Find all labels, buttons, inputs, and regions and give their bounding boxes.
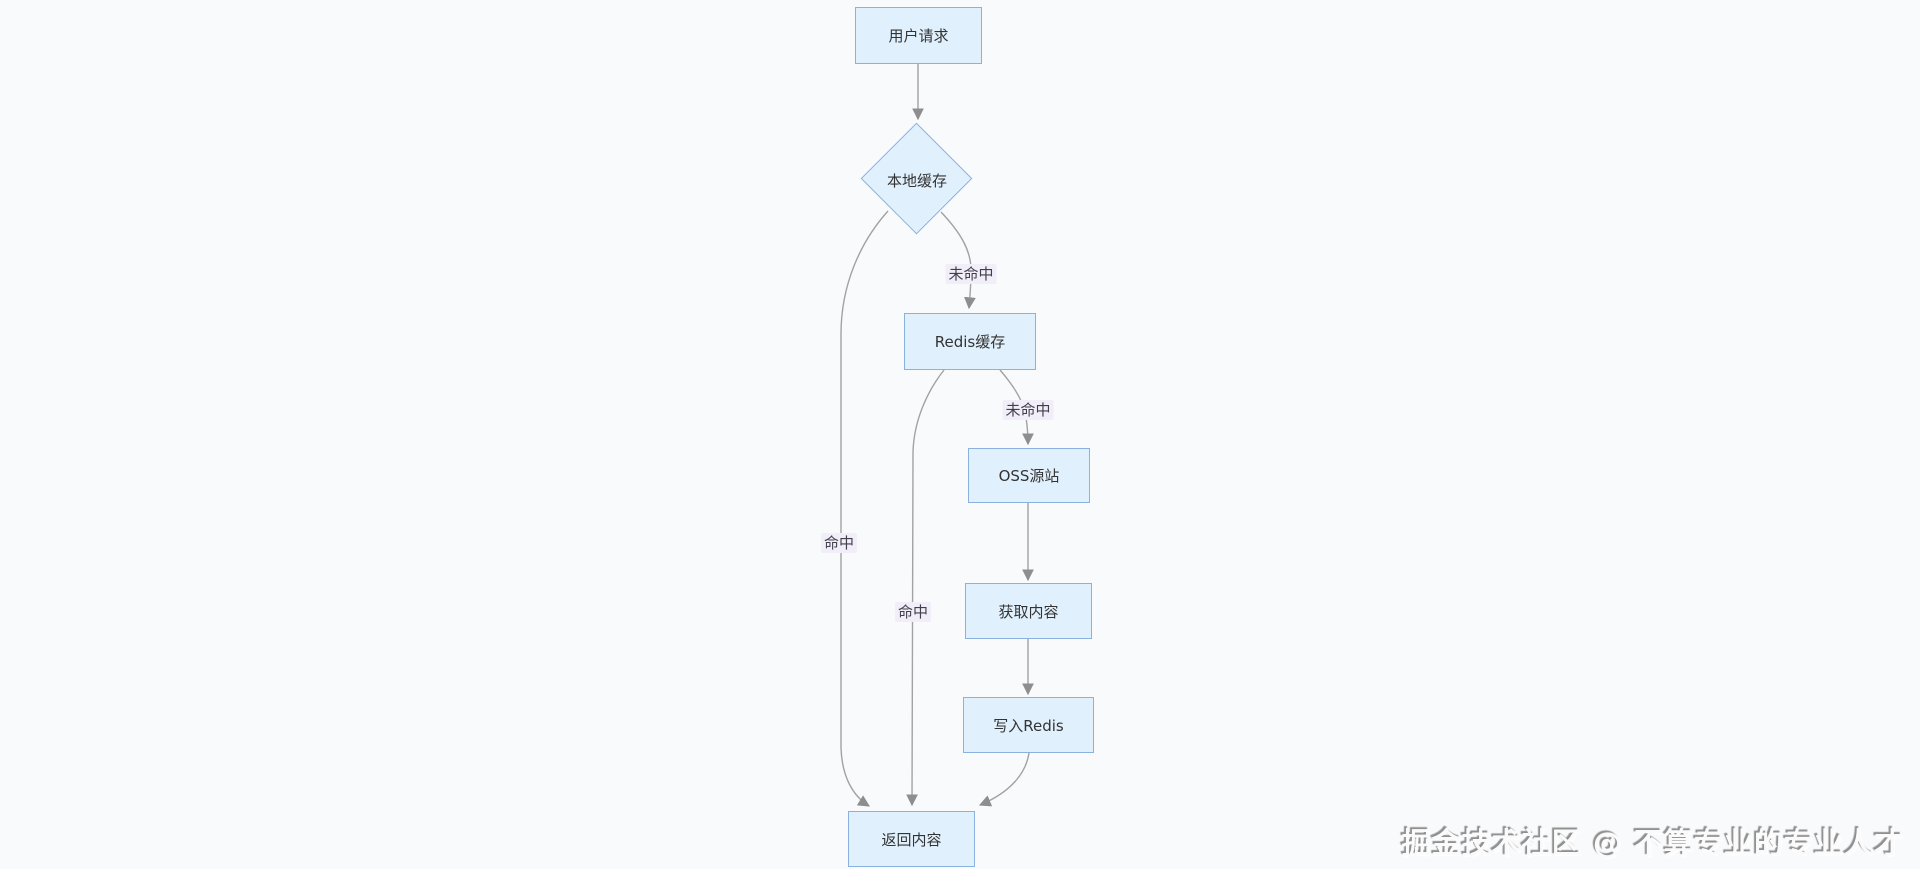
edge-local-cache-to-return-content (840, 210, 889, 807)
edge-label-miss-local-to-redis: 未命中 (945, 264, 997, 284)
watermark-text: 掘金技术社区 @ 不算专业的专业人才 (1401, 826, 1904, 860)
node-return-content-label: 返回内容 (881, 830, 942, 849)
edge-label-hit-local-to-return: 命中 (820, 533, 858, 553)
node-write-redis: 写入Redis (963, 697, 1094, 753)
footer-strip (0, 869, 1920, 877)
edge-label-hit-redis-to-return: 命中 (894, 602, 932, 622)
node-user-request: 用户请求 (855, 7, 982, 64)
node-local-cache-label: 本地缓存 (886, 172, 947, 190)
node-fetch-content: 获取内容 (965, 583, 1092, 639)
edge-redis-cache-to-return-content (906, 369, 945, 807)
node-oss-origin-label: OSS源站 (998, 467, 1060, 485)
node-fetch-content-label: 获取内容 (998, 602, 1059, 621)
edge-label-miss-redis-to-oss: 未命中 (1002, 400, 1054, 420)
node-redis-cache-label: Redis缓存 (934, 333, 1006, 351)
node-write-redis-label: 写入Redis (993, 716, 1064, 735)
edge-write-redis-to-return-content (978, 752, 1030, 807)
node-return-content: 返回内容 (848, 811, 975, 867)
edge-local-cache-to-redis-cache (940, 211, 976, 310)
node-redis-cache: Redis缓存 (904, 313, 1036, 370)
node-oss-origin: OSS源站 (968, 448, 1090, 503)
node-user-request-label: 用户请求 (888, 27, 949, 45)
